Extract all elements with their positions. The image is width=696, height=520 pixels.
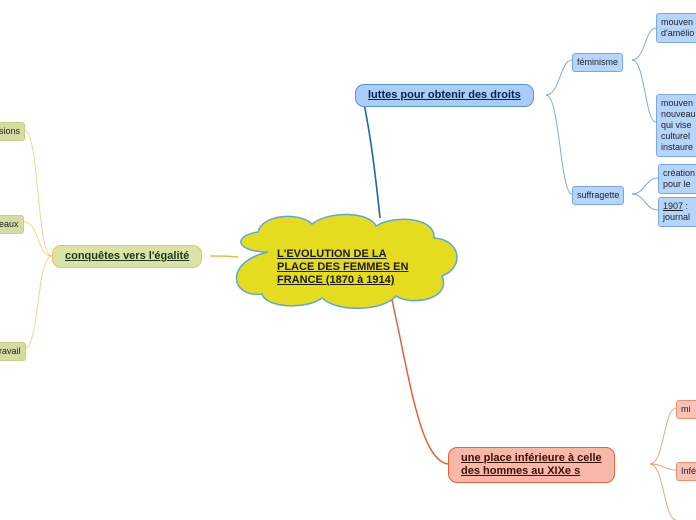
node-text-line: 1907 : [663, 201, 696, 212]
branch-conquetes-egalite-label: conquêtes vers l'égalité [65, 250, 190, 262]
link-bottom-3 [649, 463, 677, 520]
node-left-2[interactable]: eaux [0, 215, 24, 234]
node-text-line: journal [663, 212, 691, 222]
central-cloud-shape [235, 213, 458, 309]
branch-place-inferieure[interactable]: une place inférieure à celle des hommes … [448, 447, 615, 483]
link-center-top [361, 94, 381, 219]
central-topic-line-2: PLACE DES FEMMES EN [277, 261, 409, 273]
link-center-left [209, 255, 239, 258]
branch-conquetes-egalite[interactable]: conquêtes vers l'égalité [52, 245, 203, 268]
node-suffragette[interactable]: suffragette [572, 186, 625, 205]
node-feminisme-label: féminisme [577, 57, 619, 67]
node-left-3-label: ravail [0, 346, 21, 356]
link-left-3 [23, 255, 53, 350]
node-feminisme-detail-1[interactable]: mouven d'amélio [656, 13, 696, 43]
node-text-line: mouven [661, 98, 694, 108]
node-suffragette-detail-2[interactable]: 1907 : journal [658, 197, 696, 227]
link-bottom-2 [649, 463, 677, 471]
link-feminisme-1 [631, 27, 657, 61]
link-suffragette-2 [631, 193, 659, 211]
node-feminisme-detail-2[interactable]: mouven nouveau qui vise culturel instaur… [656, 94, 696, 157]
link-top-suffragette [545, 94, 573, 195]
node-suffragette-label: suffragette [577, 190, 620, 200]
link-top-feminisme [545, 59, 573, 96]
node-text-line: nouveau [661, 109, 696, 119]
node-text-line: mouven [661, 17, 694, 27]
node-left-3[interactable]: ravail [0, 342, 26, 361]
node-text-line: d'amélio [661, 28, 695, 38]
link-bottom-1 [649, 407, 677, 465]
node-left-2-label: eaux [0, 219, 19, 229]
year-link[interactable]: 1907 [663, 201, 684, 211]
branch-luttes-droits-label: luttes pour obtenir des droits [368, 89, 521, 101]
link-left-2 [23, 221, 53, 257]
node-text-line: culturel [661, 131, 691, 141]
node-suffragette-detail-1[interactable]: création pour le [658, 164, 696, 194]
node-left-1[interactable]: sions [0, 122, 26, 141]
node-text-fragment: : [683, 201, 689, 211]
link-left-1 [23, 129, 53, 257]
node-bottom-1-label: mi [681, 404, 691, 414]
node-text-line: pour le [663, 179, 691, 189]
link-suffragette-1 [631, 177, 659, 195]
node-bottom-1[interactable]: mi [676, 400, 696, 419]
node-bottom-2[interactable]: Infé [676, 462, 696, 481]
node-left-1-label: sions [0, 126, 21, 136]
node-text-line: création [663, 168, 696, 178]
node-bottom-2-label: Infé [681, 466, 696, 476]
node-feminisme[interactable]: féminisme [572, 53, 624, 72]
central-topic[interactable]: L'EVOLUTION DE LA PLACE DES FEMMES EN FR… [277, 248, 408, 287]
link-feminisme-2 [631, 59, 657, 123]
central-topic-line-1: L'EVOLUTION DE LA [277, 248, 387, 260]
branch-place-inferieure-line-1: une place inférieure à celle [461, 452, 602, 464]
link-center-bottom [391, 299, 449, 465]
central-topic-line-3: FRANCE (1870 à 1914) [277, 274, 395, 286]
node-text-line: instaure [661, 142, 694, 152]
branch-luttes-droits[interactable]: luttes pour obtenir des droits [355, 84, 534, 107]
node-text-line: qui vise [661, 120, 692, 130]
branch-place-inferieure-line-2: des hommes au XIXe s [461, 465, 581, 477]
